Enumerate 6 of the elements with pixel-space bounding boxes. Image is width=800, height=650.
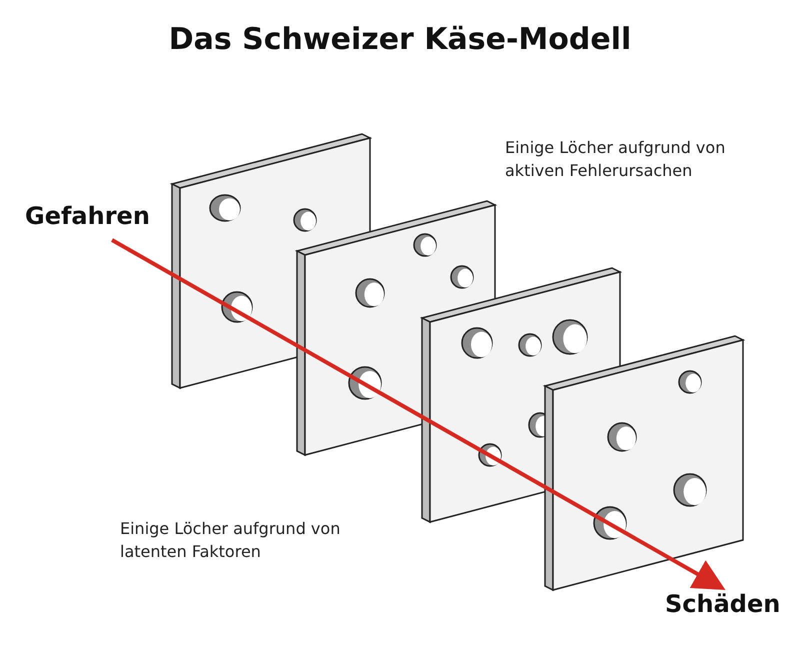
annotation-text: Einige Löcher aufgrund von aktiven Fehlerursachen	[505, 137, 726, 182]
arrow	[111, 238, 726, 590]
annotation-text: Einige Löcher aufgrund von latenten Faktoren	[120, 518, 342, 563]
node-label: Schäden	[665, 590, 780, 618]
diagram-title: Das Schweizer Käse-Modell	[168, 22, 632, 57]
node-label: Gefahren	[25, 202, 150, 230]
